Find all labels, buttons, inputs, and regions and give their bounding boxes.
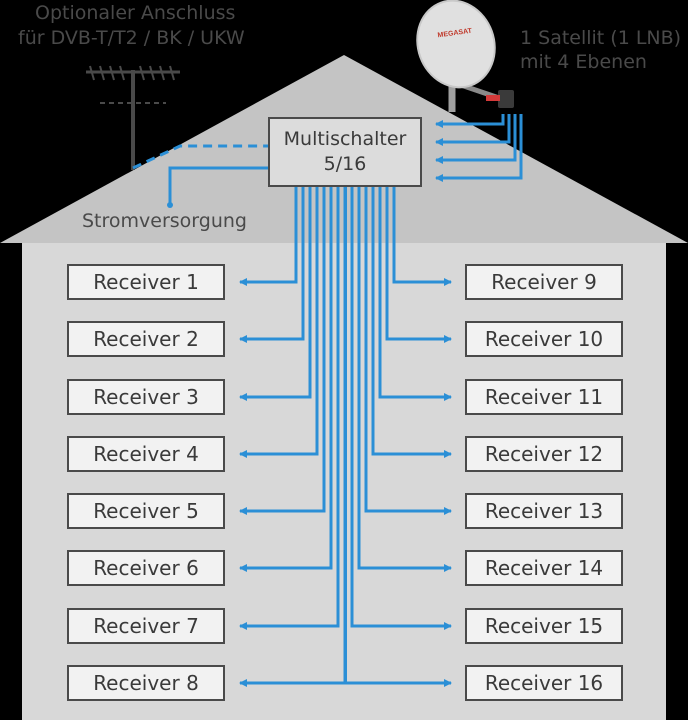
power-cable (168, 166, 268, 204)
receiver-box-12: Receiver 12 (465, 436, 623, 472)
receiver-box-8: Receiver 8 (67, 665, 225, 701)
satellite-label-line1: 1 Satellit (1 LNB) (520, 27, 682, 49)
cable-receiver-14 (357, 187, 452, 572)
receiver-box-2: Receiver 2 (67, 321, 225, 357)
receiver-box-15: Receiver 15 (465, 608, 623, 644)
dish-logo: MEGASAT (437, 28, 473, 40)
antenna-label-line1: Optionaler Anschluss (35, 2, 236, 24)
receiver-box-5: Receiver 5 (67, 493, 225, 529)
cable-receiver-1 (239, 187, 298, 286)
receiver-box-11: Receiver 11 (465, 379, 623, 415)
receiver-box-3: Receiver 3 (67, 379, 225, 415)
lnb-feed-cables (435, 114, 523, 182)
receiver-box-4: Receiver 4 (67, 436, 225, 472)
receiver-box-10: Receiver 10 (465, 321, 623, 357)
cable-receiver-3 (239, 187, 312, 401)
receiver-box-1: Receiver 1 (67, 264, 225, 300)
satellite-dish-icon (416, 0, 514, 112)
cable-receiver-5 (239, 187, 326, 515)
terrestrial-antenna-icon (86, 65, 180, 170)
optional-antenna-cable (132, 144, 268, 170)
receiver-box-9: Receiver 9 (465, 264, 623, 300)
cable-receiver-11 (378, 187, 452, 401)
receiver-box-13: Receiver 13 (465, 493, 623, 529)
power-label: Stromversorgung (82, 210, 247, 232)
cable-receiver-4 (239, 187, 319, 458)
cable-receiver-12 (371, 187, 452, 458)
receiver-box-16: Receiver 16 (465, 665, 623, 701)
cable-receiver-6 (239, 187, 333, 572)
multiswitch-box: Multischalter 5/16 (268, 117, 422, 187)
cable-receiver-2 (239, 187, 305, 343)
cable-receiver-10 (385, 187, 452, 343)
multiswitch-title: Multischalter (283, 128, 407, 150)
receiver-box-14: Receiver 14 (465, 550, 623, 586)
cable-receiver-13 (364, 187, 452, 515)
power-terminal (167, 202, 173, 208)
antenna-label-line2: für DVB-T/T2 / BK / UKW (18, 27, 245, 49)
satellite-label-line2: mit 4 Ebenen (520, 51, 647, 73)
cable-receiver-7 (239, 187, 340, 630)
receiver-box-7: Receiver 7 (67, 608, 225, 644)
cable-receiver-15 (350, 187, 452, 630)
receiver-box-6: Receiver 6 (67, 550, 225, 586)
multiswitch-spec: 5/16 (323, 153, 367, 175)
cable-receiver-16 (344, 187, 452, 687)
receiver-cables (239, 187, 452, 687)
cable-receiver-9 (392, 187, 452, 286)
